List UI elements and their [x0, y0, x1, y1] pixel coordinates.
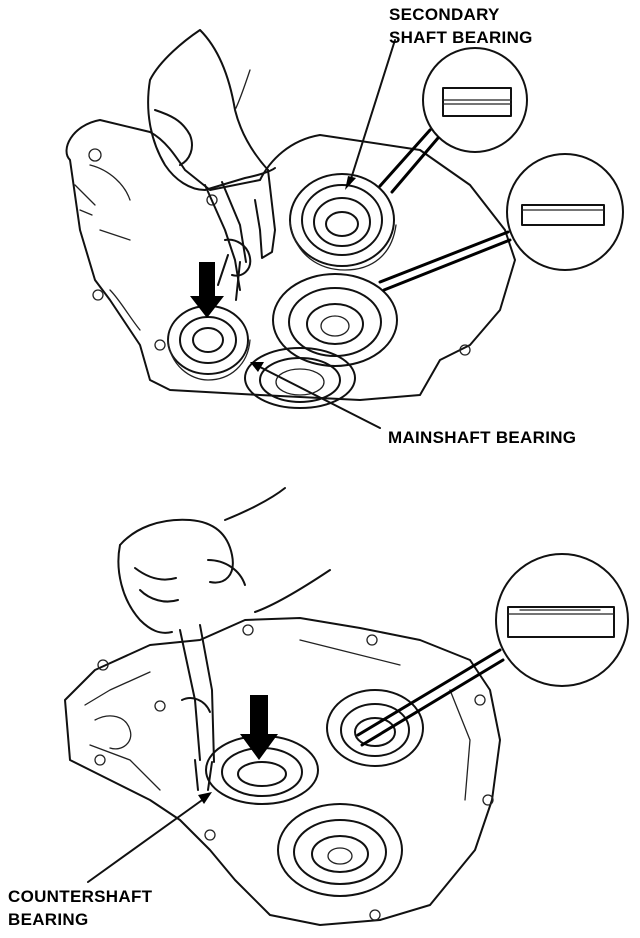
countershaft-bearing-label-line2: BEARING [8, 910, 89, 929]
top-case-outline [65, 119, 516, 401]
mainshaft-bearing-label: MAINSHAFT BEARING [388, 428, 577, 447]
down-arrow-icon [190, 262, 224, 318]
mainshaft-bearing-icon [167, 305, 251, 381]
countershaft-bearing-icon [205, 735, 319, 805]
pliers-icon [204, 181, 252, 301]
countershaft-bearing-label-line1: COUNTERSHAFT [8, 887, 153, 906]
right-bearing-icon [326, 689, 424, 767]
secondary-shaft-bearing-label-line2: SHAFT BEARING [389, 28, 533, 47]
lower-gear-icon [244, 347, 356, 409]
secondary-shaft-bearing-icon [289, 173, 397, 271]
down-arrow-icon [240, 695, 278, 760]
hand-icon [147, 29, 276, 259]
hand-icon [117, 487, 331, 634]
secondary-leader-line [349, 39, 396, 183]
magnifier-callout-icon [378, 47, 528, 194]
middle-gear-icon [272, 273, 398, 367]
top-figure [65, 29, 624, 429]
magnifier-callout-icon [356, 553, 629, 747]
secondary-shaft-bearing-label-line1: SECONDARY [389, 5, 500, 24]
pliers-icon [179, 624, 215, 791]
lower-bearing-icon [277, 803, 403, 897]
countershaft-leader-line [87, 797, 206, 883]
mainshaft-leader-line [257, 365, 381, 429]
bottom-case-outline [64, 617, 501, 926]
magnifier-callout-icon [378, 153, 624, 292]
